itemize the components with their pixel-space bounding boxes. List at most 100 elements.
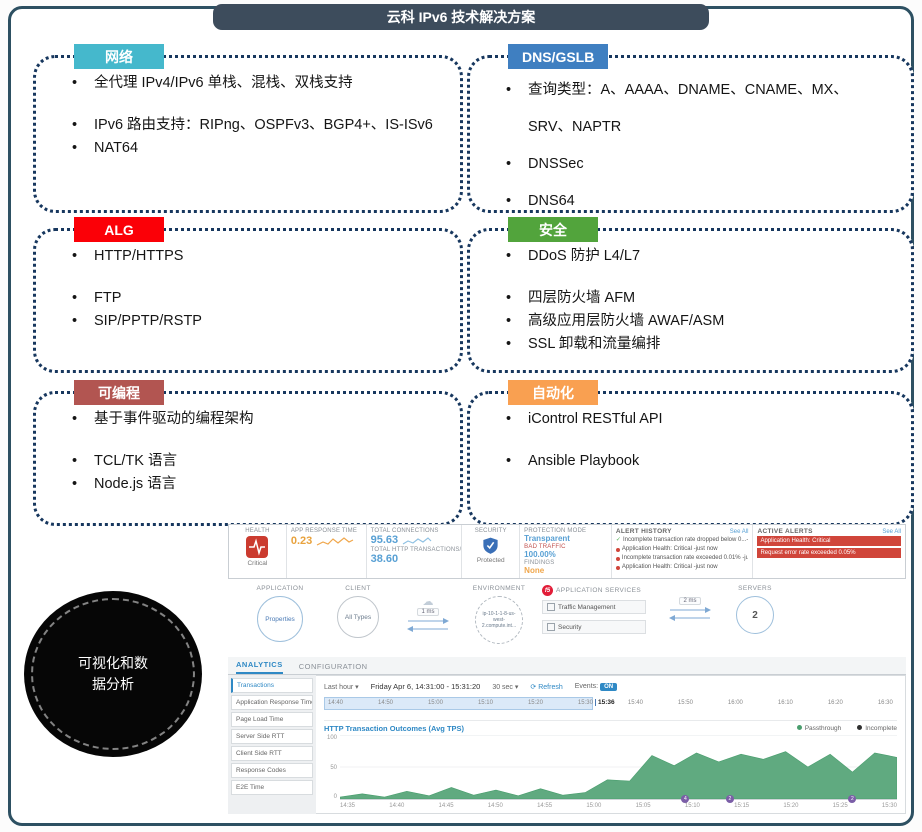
bullet-item: HTTP/HTTPS [62, 245, 460, 268]
alert-history-see-all-link[interactable]: See All [729, 528, 749, 535]
tab-analytics[interactable]: ANALYTICS [236, 660, 283, 674]
range-dropdown[interactable]: Last hour ▾ [324, 683, 359, 691]
dashboard-tabs: ANALYTICS CONFIGURATION [228, 657, 906, 675]
bullet-item: 全代理 IPv4/IPv6 单栈、混栈、双栈支持 [62, 72, 460, 95]
protection-metric: PROTECTION MODE Transparent BAD TRAFFIC … [520, 525, 612, 578]
tps-area-chart [340, 735, 897, 799]
timeline-position-marker[interactable]: 15:36 [595, 699, 615, 706]
bullet-item: DDoS 防护 L4/L7 [496, 245, 911, 268]
service-row-security[interactable]: Security [542, 620, 646, 634]
feature-list: 基于事件驱动的编程架构 TCL/TK 语言 Node.js 语言 [62, 408, 460, 496]
environment-title: ENVIRONMENT [472, 585, 526, 592]
connections-metric: TOTAL CONNECTIONS 95.63 TOTAL HTTP TRANS… [367, 525, 463, 578]
environment-node-group: ENVIRONMENT ip-10-1-1-8-us-west-2.comput… [468, 585, 530, 644]
sidebar-item-page-load-time[interactable]: Page Load Time [231, 712, 313, 727]
metrics-bar: HEALTH Critical APP RESPONSE TIME 0.23 T… [228, 524, 906, 579]
event-count-marker[interactable]: 4 [681, 795, 690, 803]
refresh-icon: ⟳ [530, 683, 537, 691]
application-properties-node[interactable]: Properties [257, 596, 303, 642]
security-metric: SECURITY Protected [462, 525, 521, 578]
bullet-item: NAT64 [62, 137, 460, 160]
feature-box-network-label: 网络 [74, 44, 164, 69]
active-alert-badge[interactable]: Request error rate exceeded 0.05% [757, 548, 901, 558]
sidebar-item-transactions[interactable]: Transactions [231, 678, 313, 693]
bullet-item: SSL 卸载和流量编排 [496, 333, 911, 356]
tps-chart-block: HTTP Transaction Outcomes (Avg TPS) Pass… [324, 720, 897, 809]
bullet-item: TCL/TK 语言 [62, 450, 460, 473]
feature-box-automation-label: 自动化 [508, 380, 598, 405]
timeline-selection[interactable] [324, 697, 594, 710]
traffic-management-icon [547, 603, 555, 611]
app-response-sparkline-icon [316, 537, 354, 546]
event-count-marker[interactable]: 2 [725, 795, 734, 803]
findings-value: None [524, 566, 545, 575]
feature-box-dns-gslb-label: DNS/GSLB [508, 44, 609, 69]
alert-history-item: ✓Incomplete transaction rate dropped bel… [615, 537, 749, 543]
connections-label: TOTAL CONNECTIONS [370, 528, 439, 534]
sidebar-item-response-codes[interactable]: Response Codes [231, 763, 313, 778]
bullet-item: 查询类型：A、AAAA、DNAME、CNAME、MX、SRV、NAPTR [496, 72, 880, 146]
legend-incomplete[interactable]: Incomplete [857, 725, 897, 732]
metric-sidebar: Transactions Application Response Time P… [228, 675, 316, 814]
visualization-label: 可视化和数据分析 [78, 655, 148, 692]
alert-dot-icon [615, 547, 620, 552]
services-servers-link: 2 ms [664, 585, 716, 622]
security-label: SECURITY [474, 528, 507, 534]
sidebar-item-server-side-rtt[interactable]: Server Side RTT [231, 729, 313, 744]
sidebar-item-e2e-time[interactable]: E2E Time [231, 780, 313, 795]
health-status: Critical [247, 560, 268, 567]
interval-dropdown[interactable]: 30 sec ▾ [492, 683, 519, 691]
feature-list: HTTP/HTTPS FTP SIP/PPTP/RSTP [62, 245, 460, 333]
bullet-item: FTP [62, 287, 460, 310]
legend-passthrough[interactable]: Passthrough [796, 725, 841, 732]
bad-traffic-value: 100.00% [524, 550, 556, 559]
bidirectional-arrows-icon [407, 618, 449, 632]
latency-2ms-label: 2 ms [679, 597, 701, 605]
health-critical-icon [246, 536, 269, 558]
application-node-group: APPLICATION Properties [244, 585, 316, 642]
servers-node-group: SERVERS 2 [728, 585, 782, 634]
alert-history-title: ALERT HISTORY [615, 528, 672, 535]
bullet-item: iControl RESTful API [496, 408, 911, 431]
servers-count-node[interactable]: 2 [736, 596, 774, 634]
sidebar-item-client-side-rtt[interactable]: Client Side RTT [231, 746, 313, 761]
bullet-item: Ansible Playbook [496, 450, 911, 473]
transactions-label: TOTAL HTTP TRANSACTIONS/S [370, 547, 463, 553]
cloud-icon: ☁ [422, 596, 434, 608]
service-row-traffic-management[interactable]: Traffic Management [542, 600, 646, 614]
feature-box-security-label: 安全 [508, 217, 598, 242]
chart-legend: Passthrough Incomplete [796, 725, 897, 732]
tab-configuration[interactable]: CONFIGURATION [298, 662, 368, 671]
active-alert-badge[interactable]: Application Health: Critical [757, 536, 901, 546]
client-all-types-node[interactable]: All Types [337, 596, 379, 638]
active-alerts-title: ACTIVE ALERTS [757, 528, 813, 535]
analytics-dashboard: HEALTH Critical APP RESPONSE TIME 0.23 T… [228, 524, 906, 814]
feature-box-automation: 自动化 iControl RESTful API Ansible Playboo… [467, 380, 914, 526]
feature-list: 查询类型：A、AAAA、DNAME、CNAME、MX、SRV、NAPTR DNS… [496, 72, 911, 220]
client-environment-link: ☁ 1 ms [400, 585, 456, 633]
feature-list: DDoS 防护 L4/L7 四层防火墙 AFM 高级应用层防火墙 AWAF/AS… [496, 245, 911, 356]
sidebar-item-app-response-time[interactable]: Application Response Time [231, 695, 313, 710]
feature-box-programmable: 可编程 基于事件驱动的编程架构 TCL/TK 语言 Node.js 语言 [33, 380, 463, 526]
events-toggle[interactable]: Events: ON [575, 683, 618, 691]
environment-node[interactable]: ip-10-1-1-8-us-west-2.compute.int... [475, 596, 523, 644]
connections-sparkline-icon [402, 536, 432, 545]
slide-title: 云科 IPv6 技术解决方案 [213, 4, 709, 30]
security-status: Protected [476, 557, 505, 564]
app-response-metric: APP RESPONSE TIME 0.23 [287, 525, 367, 578]
transactions-value: 38.60 [370, 553, 399, 565]
alert-dot-icon [615, 565, 620, 570]
active-alerts-see-all-link[interactable]: See All [882, 528, 901, 535]
visualization-ellipse: 可视化和数据分析 [24, 591, 202, 757]
feature-box-alg-label: ALG [74, 217, 164, 242]
bullet-item: 高级应用层防火墙 AWAF/ASM [496, 310, 911, 333]
event-count-marker[interactable]: 2 [848, 795, 857, 803]
check-icon: ✓ [615, 537, 621, 543]
refresh-button[interactable]: ⟳ Refresh [530, 683, 563, 691]
client-node-group: CLIENT All Types [328, 585, 388, 638]
bullet-item: IPv6 路由支持：RIPng、OSPFv3、BGP4+、IS-ISv6 [62, 114, 460, 137]
active-alerts-panel: ACTIVE ALERTS See All Application Health… [753, 525, 905, 578]
application-services-title: APPLICATION SERVICES [556, 587, 642, 594]
